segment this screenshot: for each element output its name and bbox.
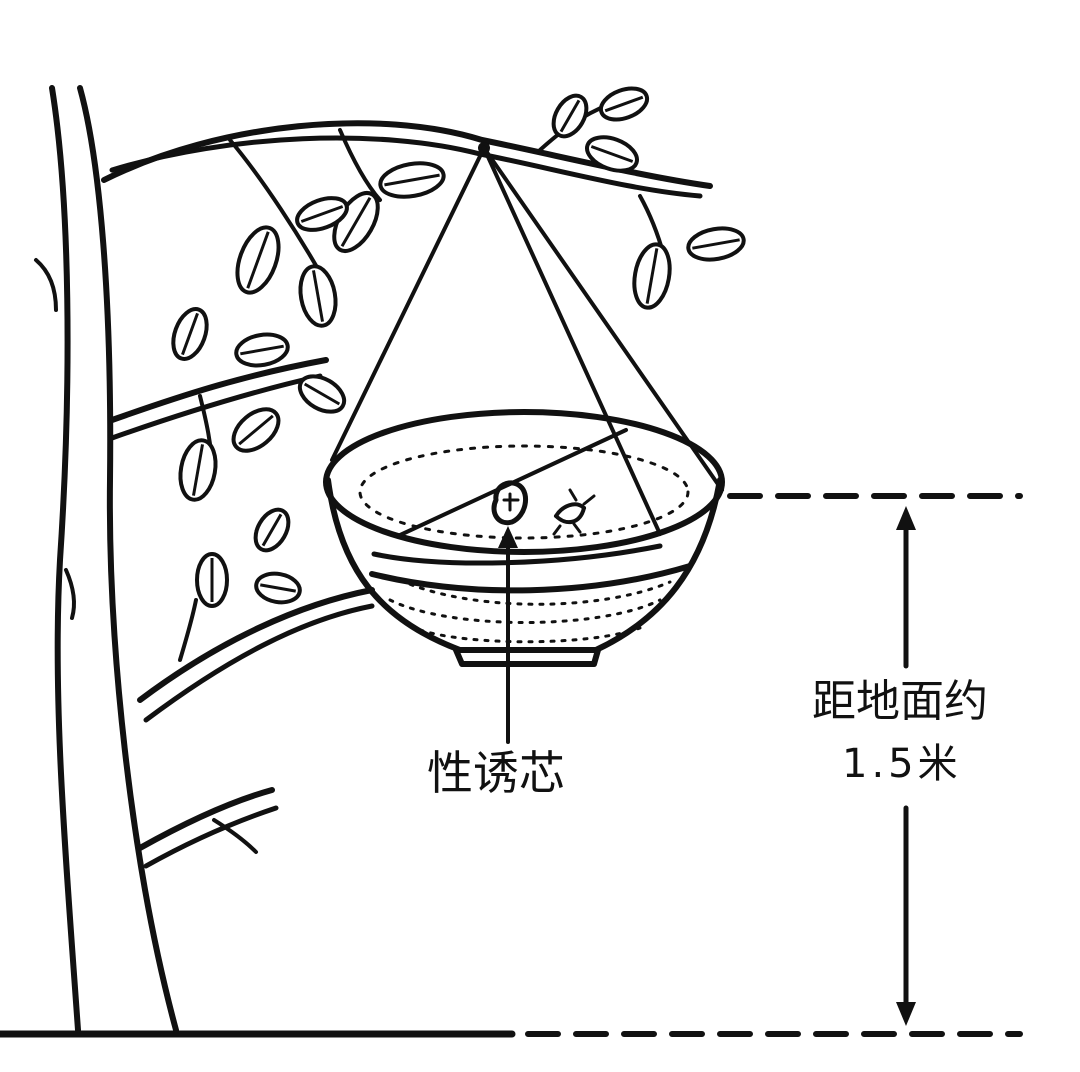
height-label-line1: 距地面约 <box>812 676 988 727</box>
height-dimension-arrow <box>896 506 916 1026</box>
lower-branch <box>137 587 375 723</box>
leaf <box>231 407 281 453</box>
lure-core <box>491 480 529 526</box>
bottom-twig <box>137 787 279 869</box>
trap-basin <box>323 409 725 667</box>
tree-trunk <box>34 85 179 1033</box>
leaf <box>295 196 349 232</box>
height-label-line2: 1.5米 <box>842 741 962 787</box>
leaf <box>297 374 347 414</box>
middle-branch <box>109 357 329 472</box>
leaf <box>178 438 218 502</box>
leaf <box>598 86 650 122</box>
hanging-strings <box>330 142 724 536</box>
leaf-cluster <box>171 86 746 608</box>
leaf <box>298 264 338 328</box>
leaf <box>195 552 229 608</box>
lure-pointer-arrow <box>498 526 518 744</box>
lure-label: 性诱芯 <box>427 746 565 800</box>
leaf <box>235 225 281 295</box>
insect-icon <box>552 488 596 536</box>
leaf <box>686 226 746 262</box>
leaf <box>253 507 291 553</box>
leaf <box>585 135 639 173</box>
leaf <box>254 571 302 605</box>
leaf <box>234 332 290 368</box>
leaf <box>551 93 589 139</box>
leaf <box>632 242 672 310</box>
leaf <box>378 161 446 199</box>
leaf <box>171 307 209 361</box>
